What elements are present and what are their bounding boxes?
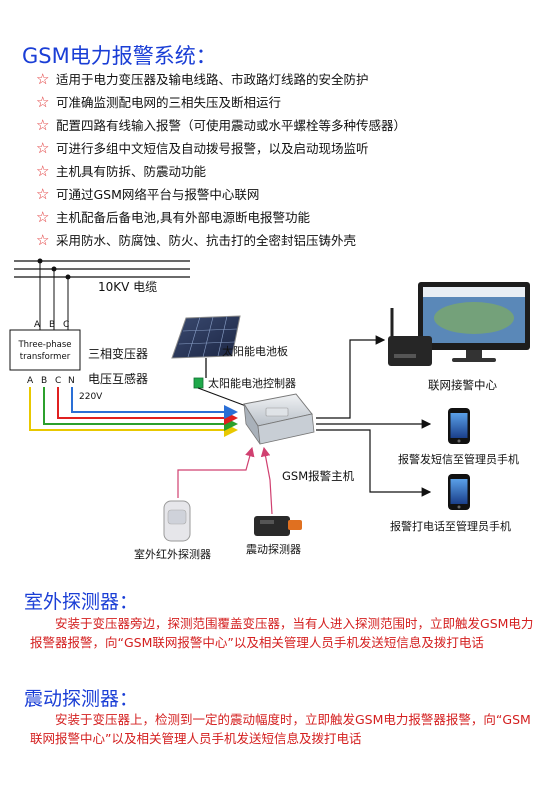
feature-item: ☆ 配置四路有线输入报警（可使用震动或水平螺栓等多种传感器） [36, 114, 406, 137]
terminal-c-top: C [63, 320, 69, 330]
solar-panel-label: 太阳能电池板 [222, 344, 288, 358]
transformer-inner-line1: Three-phase [17, 340, 71, 350]
star-outline-icon: ☆ [36, 70, 50, 88]
feature-text: 可通过GSM网络平台与报警中心联网 [56, 187, 260, 202]
phase-lines [29, 387, 238, 437]
feature-item: ☆ 采用防水、防腐蚀、防火、抗击打的全密封铝压铸外壳 [36, 229, 406, 252]
voltage-transformer-label: 电压互感器 [88, 371, 148, 386]
solar-controller-label: 太阳能电池控制器 [208, 376, 296, 390]
vibration-to-host-arrow [260, 446, 273, 515]
call-phone-icon [448, 474, 470, 510]
feature-item: ☆ 可通过GSM网络平台与报警中心联网 [36, 183, 406, 206]
transformer-label: 三相变压器 [88, 346, 148, 361]
outdoor-detector-body: 安装于变压器旁边，探测范围覆盖变压器，当有人进入探测范围时，立即触发GSM电力报… [30, 616, 534, 650]
star-outline-icon: ☆ [36, 139, 50, 157]
call-phone-label: 报警打电话至管理员手机 [390, 519, 511, 533]
feature-text: 适用于电力变压器及输电线路、市政路灯线路的安全防护 [56, 72, 369, 87]
feature-item: ☆ 可准确监测配电网的三相失压及断相运行 [36, 91, 406, 114]
host-label: GSM报警主机 [282, 469, 355, 483]
center-label: 联网接警中心 [428, 378, 497, 392]
gsm-host-icon [243, 393, 315, 445]
controller-to-host-wire [197, 387, 247, 407]
feature-item: ☆ 主机配备后备电池,具有外部电源断电报警功能 [36, 206, 406, 229]
power-cable [14, 258, 190, 330]
system-diagram: 10KV 电缆 A B C Three-phase transformer A … [9, 258, 530, 561]
cable-label: 10KV 电缆 [98, 280, 157, 294]
feature-list: ☆ 适用于电力变压器及输电线路、市政路灯线路的安全防护 ☆ 可准确监测配电网的三相失… [36, 68, 406, 252]
ir-to-host-arrow [177, 446, 255, 498]
feature-item: ☆ 适用于电力变压器及输电线路、市政路灯线路的安全防护 [36, 68, 406, 91]
infrared-detector-icon [163, 500, 191, 542]
vibration-detector-body: 安装于变压器上，检测到一定的震动幅度时，立即触发GSM电力报警器报警，向“GSM… [30, 712, 531, 746]
feature-text: 主机具有防拆、防震动功能 [56, 164, 207, 179]
terminal-n-bottom: N [68, 376, 75, 386]
arrow-to-center [316, 335, 386, 419]
feature-text: 可准确监测配电网的三相失压及断相运行 [56, 95, 282, 110]
outdoor-detector-title: 室外探测器： [24, 591, 139, 613]
monitor-icon [418, 282, 530, 362]
feature-item: ☆ 主机具有防拆、防震动功能 [36, 160, 406, 183]
terminal-b-bottom: B [41, 376, 47, 386]
solar-controller-icon [193, 377, 204, 389]
star-outline-icon: ☆ [36, 185, 50, 203]
feature-text: 主机配备后备电池,具有外部电源断电报警功能 [56, 210, 310, 225]
star-outline-icon: ☆ [36, 93, 50, 111]
three-phase-transformer: A B C Three-phase transformer A B C N [9, 320, 81, 386]
sms-phone-icon [448, 408, 470, 444]
feature-text: 可进行多组中文短信及自动拨号报警，以及启动现场监听 [56, 141, 369, 156]
arrow-to-call-phone [316, 429, 432, 497]
gsm-modem-icon [388, 308, 432, 366]
star-outline-icon: ☆ [36, 231, 50, 249]
feature-text: 配置四路有线输入报警（可使用震动或水平螺栓等多种传感器） [56, 118, 407, 133]
star-outline-icon: ☆ [36, 208, 50, 226]
vibration-detector-label: 震动探测器 [246, 543, 301, 556]
terminal-a-top: A [34, 320, 41, 330]
terminal-a-bottom: A [27, 376, 34, 386]
terminal-c-bottom: C [55, 376, 61, 386]
transformer-inner-line2: transformer [20, 352, 71, 362]
star-outline-icon: ☆ [36, 162, 50, 180]
ir-detector-label: 室外红外探测器 [134, 547, 211, 561]
voltage-label: 220V [79, 392, 103, 402]
vibration-detector-icon [254, 516, 302, 536]
terminal-b-top: B [49, 320, 55, 330]
solar-panel-icon [171, 315, 241, 378]
vibration-detector-title: 震动探测器： [24, 688, 139, 710]
star-outline-icon: ☆ [36, 116, 50, 134]
feature-item: ☆ 可进行多组中文短信及自动拨号报警，以及启动现场监听 [36, 137, 406, 160]
feature-text: 采用防水、防腐蚀、防火、抗击打的全密封铝压铸外壳 [56, 233, 357, 248]
sms-phone-label: 报警发短信至管理员手机 [398, 452, 519, 466]
page-title: GSM电力报警系统： [22, 44, 217, 68]
